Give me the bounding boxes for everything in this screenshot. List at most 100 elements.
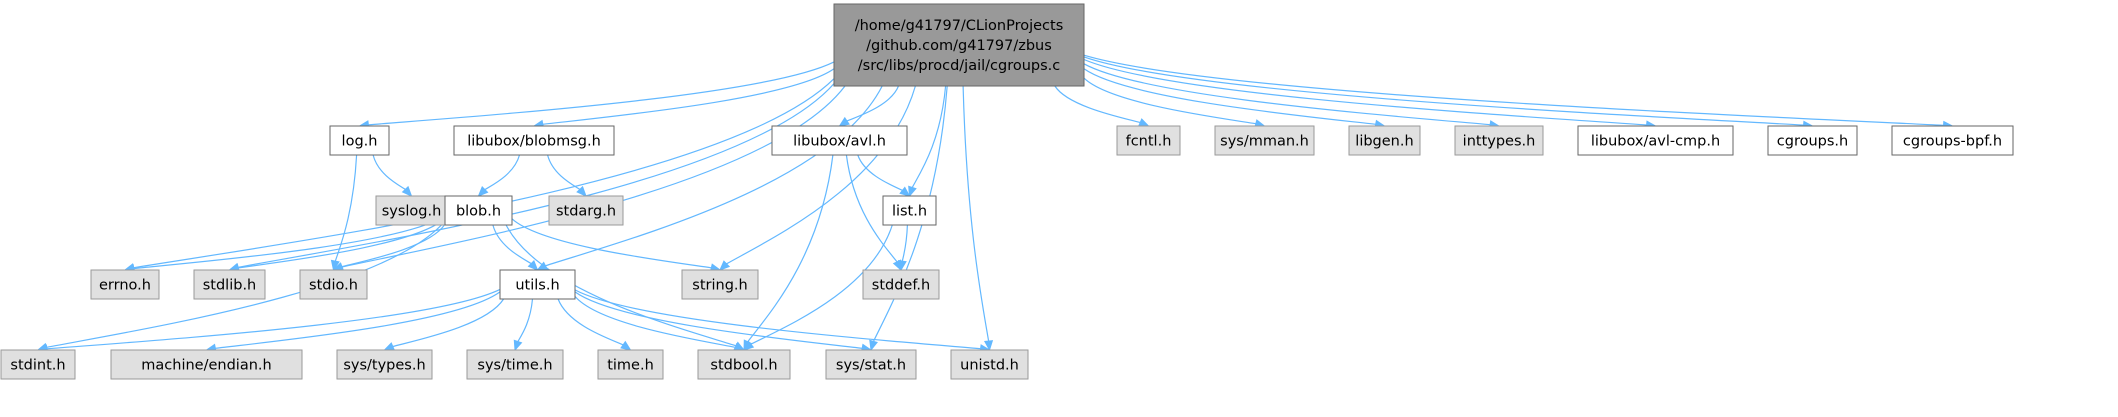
edge-line — [872, 85, 948, 342]
edge-root-to-errno_h — [123, 78, 835, 272]
edge-arrowhead — [477, 186, 489, 197]
edge-arrowhead — [401, 185, 413, 197]
edge-arrowhead — [576, 185, 587, 197]
nodes-layer: /home/g41797/CLionProjects/github.com/g4… — [0, 3, 2014, 380]
node-unistd-h: unistd.h — [950, 349, 1029, 380]
edge-line — [574, 296, 736, 348]
node-label: libgen.h — [1355, 134, 1413, 150]
node-label: libubox/blobmsg.h — [467, 134, 601, 150]
node-label: inttypes.h — [1463, 134, 1536, 150]
edge-line — [1083, 58, 1647, 126]
edge-line — [747, 154, 834, 343]
node-label: stdio.h — [309, 278, 358, 294]
node-box — [825, 349, 917, 380]
node-box — [1348, 125, 1421, 156]
node-fcntl-h: fcntl.h — [1116, 125, 1181, 156]
edge-line — [133, 215, 446, 270]
node-log-h[interactable]: log.h — [329, 125, 390, 156]
node-libgen-h: libgen.h — [1348, 125, 1421, 156]
edge-line — [1083, 68, 1376, 125]
edge-root-to-utils_h — [536, 85, 883, 271]
edge-arrowhead — [536, 261, 548, 271]
edge-line — [484, 154, 521, 191]
edge-line — [542, 68, 835, 125]
edge-line — [372, 154, 406, 190]
edge-line — [574, 291, 863, 349]
edge-line — [133, 78, 835, 269]
node-stdio-h: stdio.h — [299, 269, 368, 300]
node-label: fcntl.h — [1126, 134, 1172, 150]
edge-utils_h-to-time_h — [557, 298, 632, 351]
node-list-h[interactable]: list.h — [882, 195, 937, 226]
node-stdint-h: stdint.h — [0, 349, 76, 380]
node-label: list.h — [892, 204, 927, 220]
node-box — [1767, 125, 1858, 156]
edge-line — [911, 85, 947, 188]
edge-root-to-string_h — [719, 85, 916, 271]
node-box — [299, 269, 368, 300]
edge-line — [547, 154, 581, 190]
node-box — [110, 349, 303, 380]
node-label: time.h — [607, 358, 654, 374]
edge-arrowhead — [719, 260, 731, 271]
edge-root-to-stdio_h — [332, 85, 846, 272]
node-box — [950, 349, 1029, 380]
node-time-h: time.h — [597, 349, 664, 380]
edge-line — [557, 298, 624, 346]
edge-list_h-to-stddef_h — [897, 224, 908, 272]
node-utils-h[interactable]: utils.h — [499, 269, 576, 300]
node-box — [833, 3, 1085, 87]
edge-line — [1054, 85, 1141, 124]
edge-line — [1083, 77, 1256, 125]
node-root: /home/g41797/CLionProjects/github.com/g4… — [833, 3, 1085, 87]
node-label: /src/libs/procd/jail/cgroups.c — [858, 58, 1061, 74]
node-avl-h[interactable]: libubox/avl.h — [771, 125, 908, 156]
edges-layer — [36, 54, 1954, 354]
node-stddef-h: stddef.h — [862, 269, 940, 300]
node-stat-h: sys/stat.h — [825, 349, 917, 380]
edge-root-to-inttypes_h — [1083, 63, 1501, 130]
node-label: sys/time.h — [477, 358, 552, 374]
node-label: sys/stat.h — [836, 358, 906, 374]
edge-root-to-fcntl_h — [1054, 85, 1150, 127]
node-label: string.h — [692, 278, 747, 294]
node-label: libubox/avl.h — [793, 134, 886, 150]
node-box — [0, 349, 76, 380]
edge-arrowhead — [838, 116, 850, 127]
edge-avl_h-to-stdbool_h — [743, 154, 834, 352]
edge-line — [492, 224, 532, 265]
node-box — [771, 125, 908, 156]
node-cgroupsbpf-h[interactable]: cgroups-bpf.h — [1891, 125, 2014, 156]
edge-utils_h-to-systime_h — [513, 298, 534, 352]
node-cgroups-h[interactable]: cgroups.h — [1767, 125, 1858, 156]
edge-arrowhead — [513, 339, 523, 352]
edge-line — [846, 85, 900, 122]
edge-root-to-mman_h — [1083, 77, 1266, 129]
node-box — [466, 349, 564, 380]
node-blob-h[interactable]: blob.h — [444, 195, 513, 226]
edge-root-to-cgroupsbpf_h — [1083, 54, 1954, 130]
edge-arrowhead — [743, 340, 755, 351]
edge-arrowhead — [527, 260, 539, 271]
node-label: machine/endian.h — [141, 358, 271, 374]
edge-arrowhead — [908, 185, 917, 198]
node-box — [697, 349, 791, 380]
node-box — [1116, 125, 1181, 156]
node-box — [90, 269, 160, 300]
edge-arrowhead — [897, 260, 907, 272]
node-blobmsg-h[interactable]: libubox/blobmsg.h — [453, 125, 615, 156]
node-box — [1891, 125, 2014, 156]
node-box — [453, 125, 615, 156]
edge-line — [215, 291, 501, 349]
edge-line — [1083, 54, 1944, 126]
node-endian-h: machine/endian.h — [110, 349, 303, 380]
edge-arrowhead — [383, 342, 396, 351]
node-label: libubox/avl-cmp.h — [1591, 134, 1720, 150]
node-mman-h: sys/mman.h — [1214, 125, 1315, 156]
node-avlcmp-h[interactable]: libubox/avl-cmp.h — [1577, 125, 1734, 156]
edge-line — [341, 223, 446, 268]
node-label: log.h — [342, 134, 378, 150]
edge-root-to-avl_h — [838, 85, 900, 127]
node-stdlib-h: stdlib.h — [193, 269, 266, 300]
